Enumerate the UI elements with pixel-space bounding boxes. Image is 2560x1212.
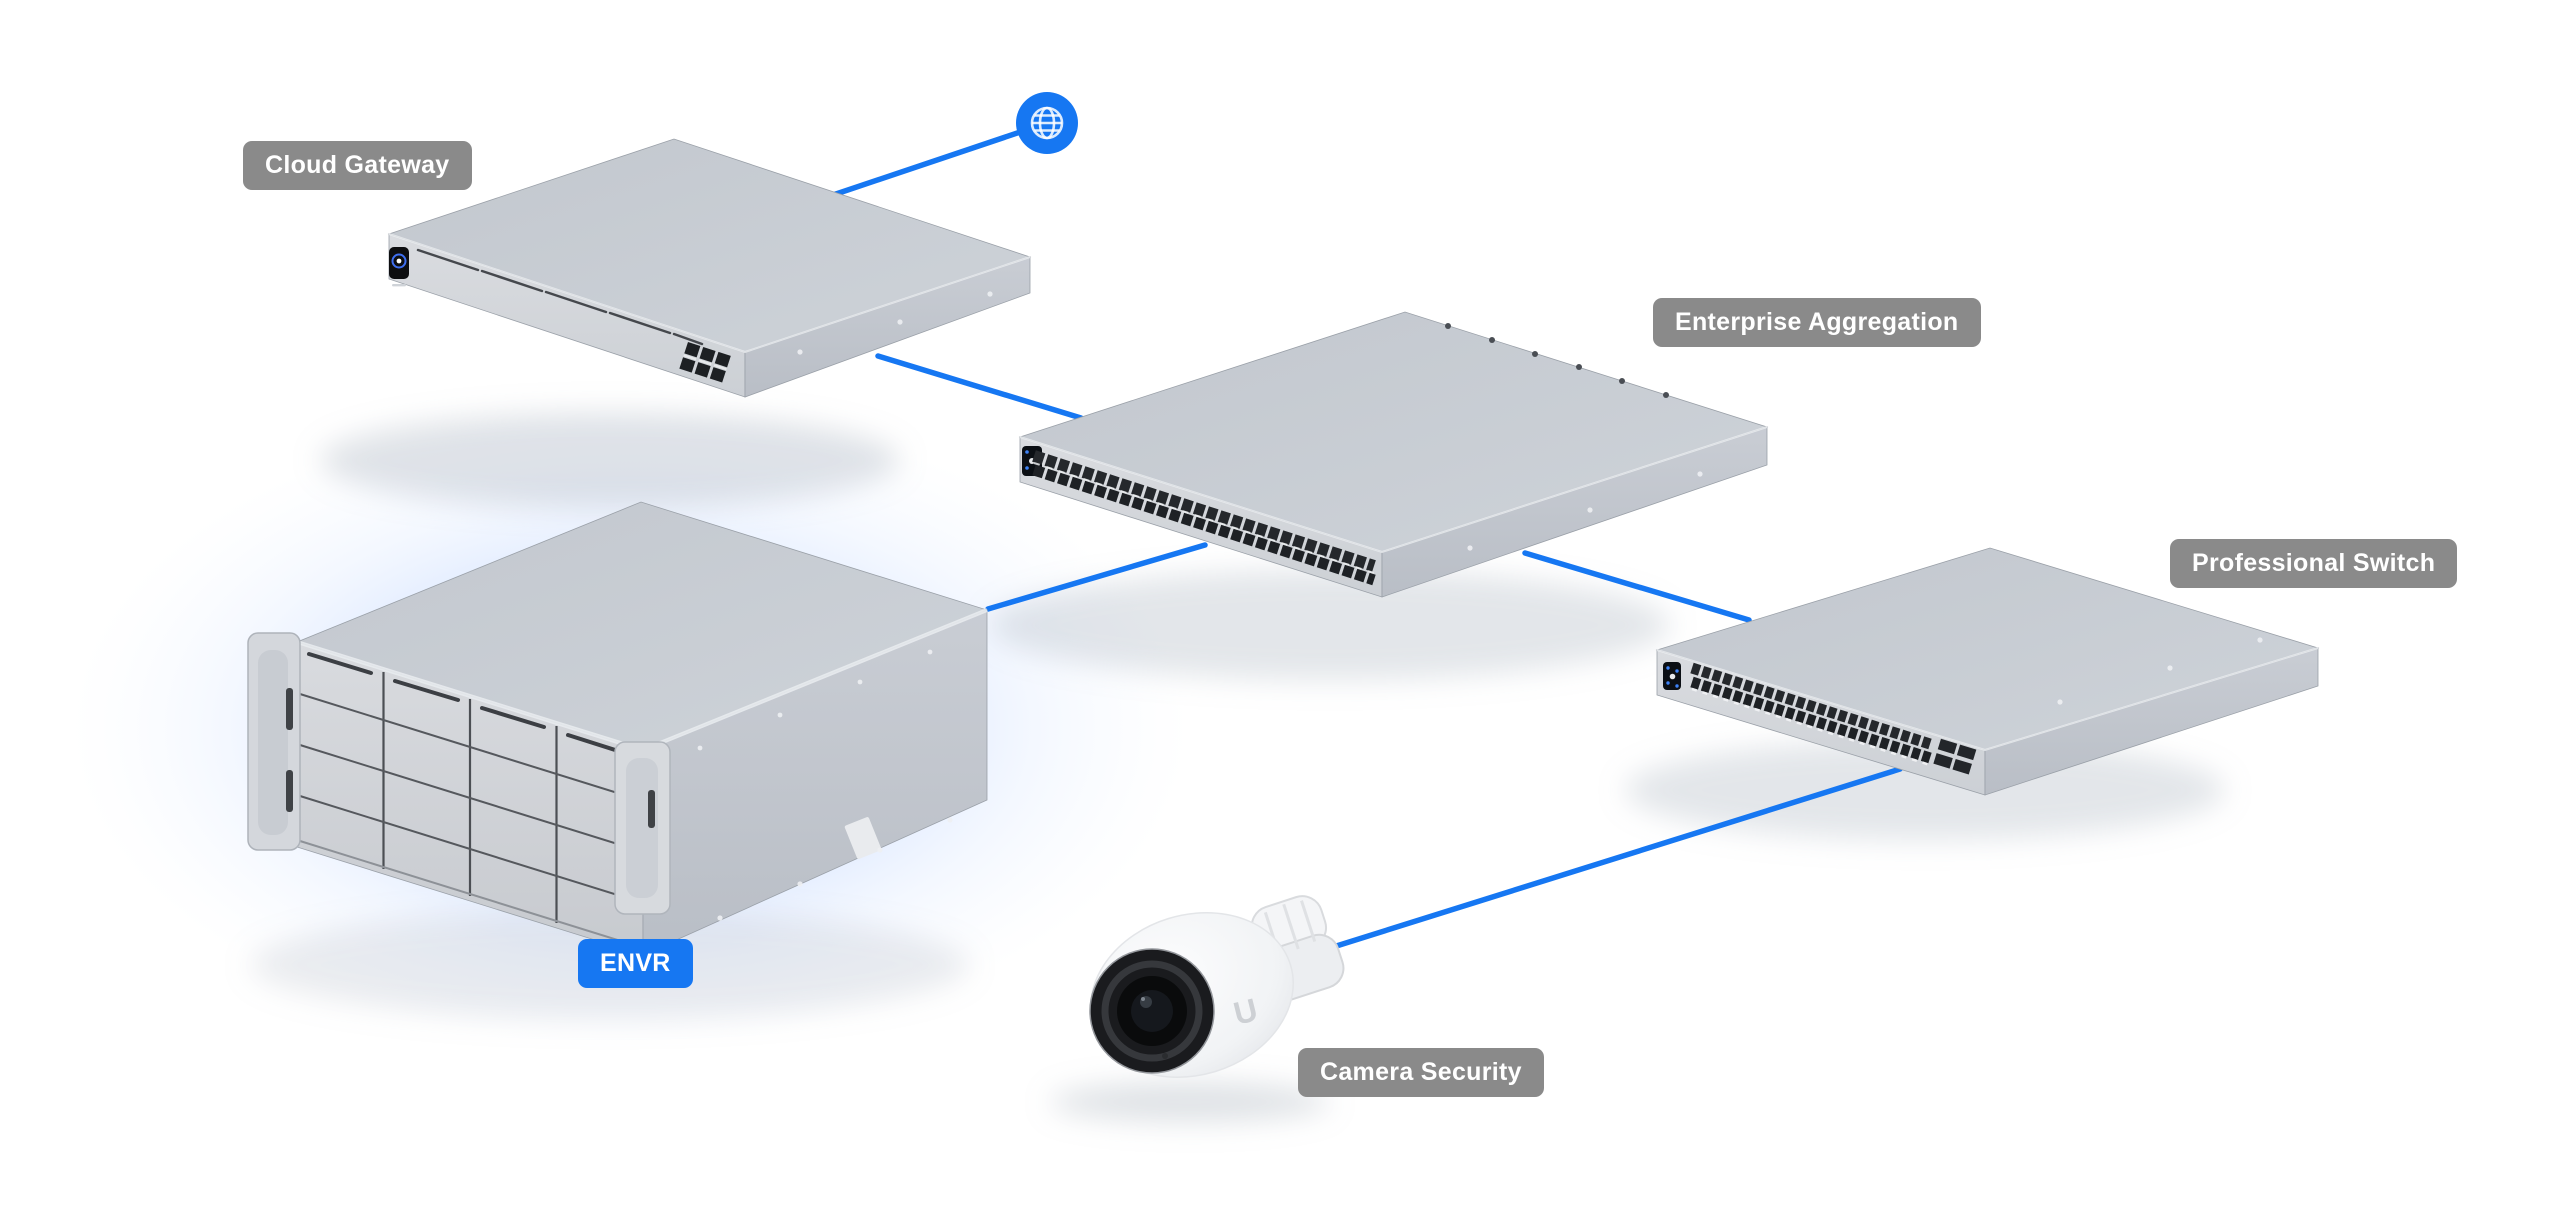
cloud-gateway-device[interactable]: [387, 138, 1032, 398]
gateway-ports: [679, 342, 731, 383]
connection-lines: [827, 120, 1903, 951]
aggregation-rear-tabs: [1445, 323, 1669, 398]
envr-drive-bays: [299, 652, 641, 948]
aggregation-screws: [1467, 471, 1703, 551]
envr-left-rack-ear: [247, 632, 301, 851]
gateway-screws: [797, 291, 993, 355]
professional-sfp-ports: [1933, 738, 1977, 775]
professional-port-rows: [1690, 662, 1932, 767]
internet-globe-icon[interactable]: [1016, 92, 1078, 154]
gateway-display: [389, 247, 409, 287]
device-shadows: [250, 412, 2225, 1122]
professional-screws: [2057, 637, 2263, 705]
connection-aggregation-professional: [1522, 550, 1752, 623]
camera-lens: [1089, 948, 1215, 1074]
connection-aggregation-envr: [985, 542, 1208, 612]
security-camera-device[interactable]: U: [1070, 888, 1349, 1101]
professional-switch-device[interactable]: [1655, 547, 2320, 796]
envr-side-details: [697, 649, 953, 921]
connection-professional-camera: [1327, 766, 1903, 951]
aggregation-port-rows: [1032, 450, 1376, 586]
label-camera-security[interactable]: Camera Security: [1298, 1048, 1544, 1097]
label-professional-switch[interactable]: Professional Switch: [2170, 539, 2458, 588]
connection-internet-gateway: [827, 120, 1050, 199]
gateway-vents: [416, 248, 704, 346]
professional-status-panel: [1663, 662, 1681, 690]
enterprise-aggregation-device[interactable]: [1018, 311, 1769, 598]
envr-device[interactable]: [247, 501, 989, 956]
label-cloud-gateway[interactable]: Cloud Gateway: [243, 141, 472, 190]
connection-gateway-aggregation: [875, 353, 1084, 421]
label-envr[interactable]: ENVR: [578, 939, 693, 988]
label-enterprise-aggregation[interactable]: Enterprise Aggregation: [1653, 298, 1981, 347]
envr-right-rack-ear: [614, 741, 671, 915]
